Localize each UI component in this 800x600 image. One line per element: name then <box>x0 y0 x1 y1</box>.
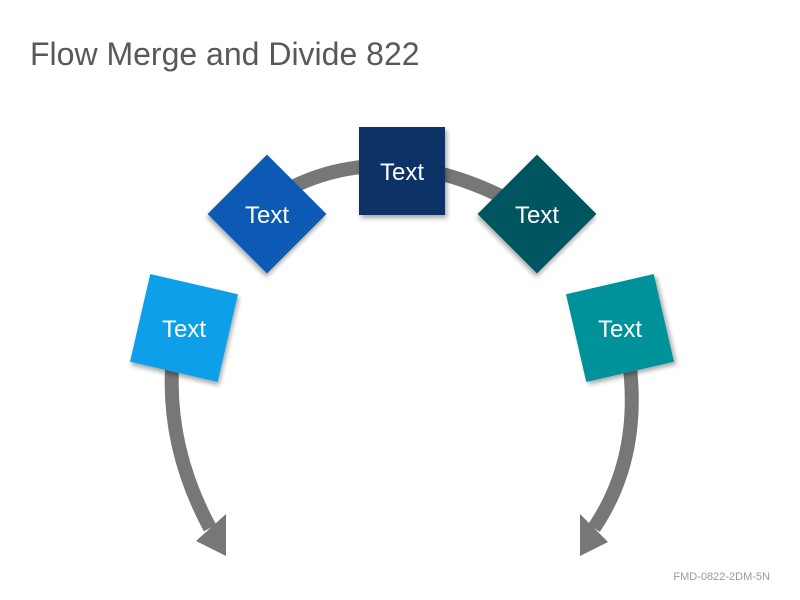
flow-box-shape <box>359 127 445 215</box>
flow-box-label: Text <box>598 316 642 343</box>
flow-box <box>130 274 238 382</box>
page-title: Flow Merge and Divide 822 <box>30 36 420 72</box>
right-arrowhead <box>580 514 608 556</box>
flow-box-label: Text <box>245 202 289 229</box>
flow-box-label: Text <box>380 159 424 186</box>
footer-code: FMD-0822-2DM-5N <box>673 571 770 583</box>
flow-box-shape <box>130 274 238 382</box>
flow-box <box>566 274 674 382</box>
flow-box-label: Text <box>162 316 206 343</box>
flow-box <box>359 127 445 215</box>
flow-box-shape <box>566 274 674 382</box>
left-arrowhead <box>196 514 226 556</box>
flow-box-label: Text <box>515 202 559 229</box>
